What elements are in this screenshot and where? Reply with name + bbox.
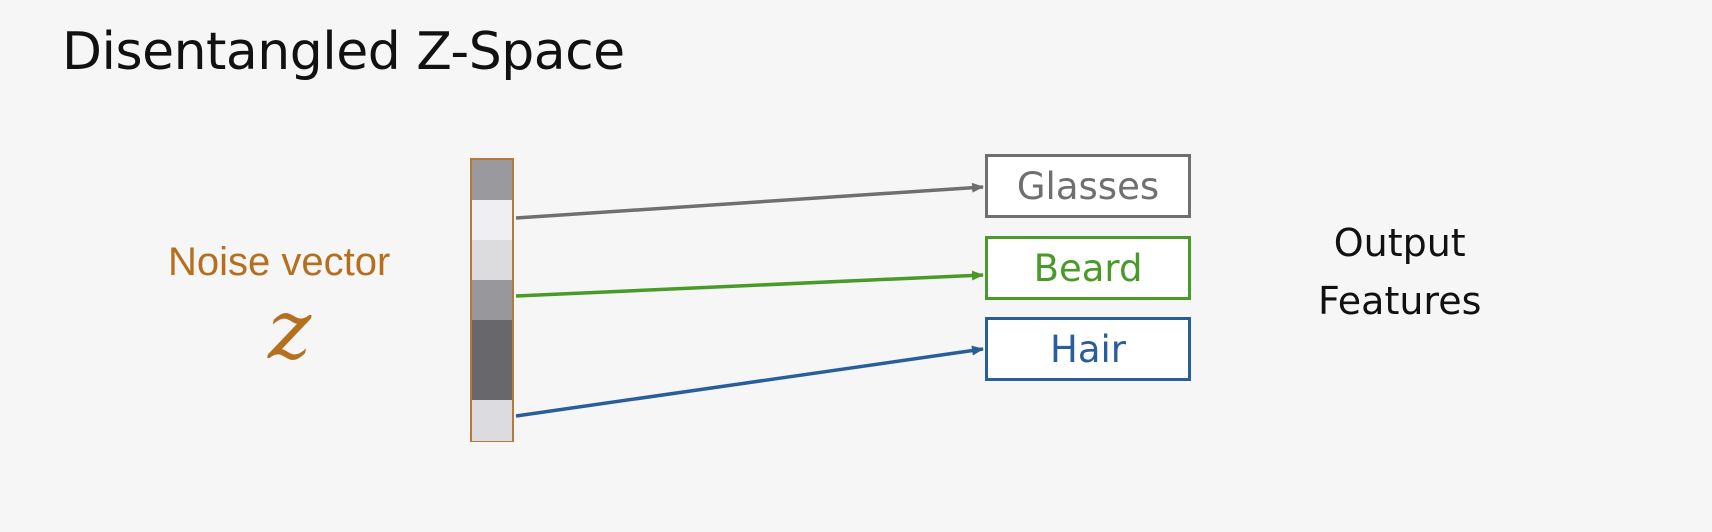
- output-label-line2: Features: [1318, 279, 1482, 323]
- output-features-label: Output Features: [1318, 214, 1481, 330]
- vector-cell: [472, 400, 512, 441]
- vector-cell: [472, 200, 512, 241]
- feature-box-beard: Beard: [985, 236, 1191, 300]
- vector-cell: [472, 360, 512, 401]
- noise-vector-label: Noise vector: [168, 240, 391, 284]
- slide-title: Disentangled Z-Space: [62, 22, 625, 82]
- vector-cell: [472, 280, 512, 321]
- arrow-to-beard: [515, 270, 984, 298]
- arrow-to-glasses: [515, 182, 984, 220]
- output-label-line1: Output: [1333, 221, 1466, 265]
- vector-cell: [472, 160, 512, 201]
- z-symbol: z: [268, 283, 312, 378]
- feature-box-hair: Hair: [985, 317, 1191, 381]
- vector-cell: [472, 240, 512, 281]
- vector-cell: [472, 320, 512, 361]
- arrow-to-hair: [515, 345, 984, 418]
- feature-box-glasses: Glasses: [985, 154, 1191, 218]
- noise-vector-bar: [470, 158, 514, 442]
